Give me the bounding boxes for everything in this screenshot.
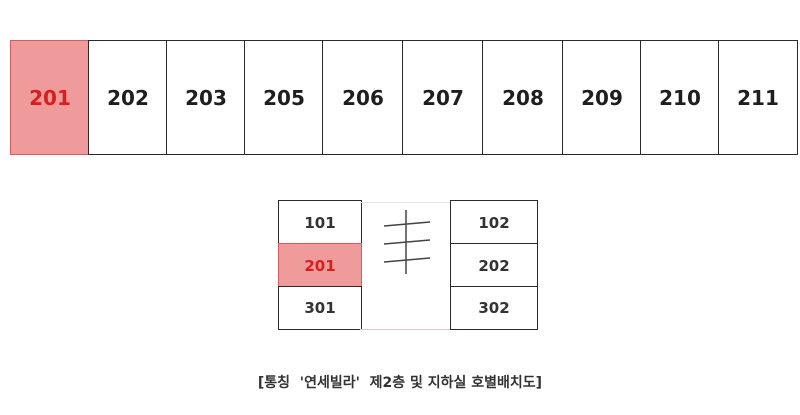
unit-208-cell: 208 (482, 40, 564, 155)
stairs-icon (383, 210, 431, 274)
unit-number: 211 (737, 85, 779, 110)
unit-number: 207 (422, 85, 464, 110)
unit-211-cell: 211 (718, 40, 798, 155)
unit-number: 208 (502, 85, 544, 110)
unit-203-cell: 203 (166, 40, 246, 155)
unit-number: 205 (263, 85, 305, 110)
unit-number: 301 (304, 299, 336, 317)
unit-number: 302 (478, 299, 510, 317)
unit-102-cell: 102 (450, 200, 538, 245)
unit-101-cell: 101 (278, 200, 362, 245)
unit-302-cell: 302 (450, 286, 538, 330)
unit-number: 203 (185, 85, 227, 110)
unit-210-cell: 210 (640, 40, 720, 155)
unit-number: 201 (304, 256, 336, 275)
unit-202-cell-section: 202 (450, 243, 538, 288)
unit-number: 209 (581, 85, 623, 110)
unit-205-cell: 205 (244, 40, 324, 155)
unit-number: 206 (342, 85, 384, 110)
unit-number: 210 (659, 85, 701, 110)
unit-206-cell: 206 (322, 40, 404, 155)
unit-207-cell: 207 (402, 40, 484, 155)
unit-number: 101 (304, 213, 336, 232)
unit-301-cell: 301 (278, 286, 362, 330)
unit-202-cell: 202 (88, 40, 168, 155)
unit-number: 201 (29, 85, 71, 110)
unit-number: 102 (478, 213, 510, 232)
unit-number: 202 (478, 256, 510, 275)
unit-201-cell-section: 201 (278, 243, 362, 288)
stairwell (360, 202, 452, 330)
unit-201-cell: 201 (10, 40, 90, 155)
diagram-caption: [통칭 '연세빌라' 제2층 및 지하실 호별배치도] (257, 375, 543, 391)
unit-209-cell: 209 (562, 40, 642, 155)
unit-number: 202 (107, 85, 149, 110)
